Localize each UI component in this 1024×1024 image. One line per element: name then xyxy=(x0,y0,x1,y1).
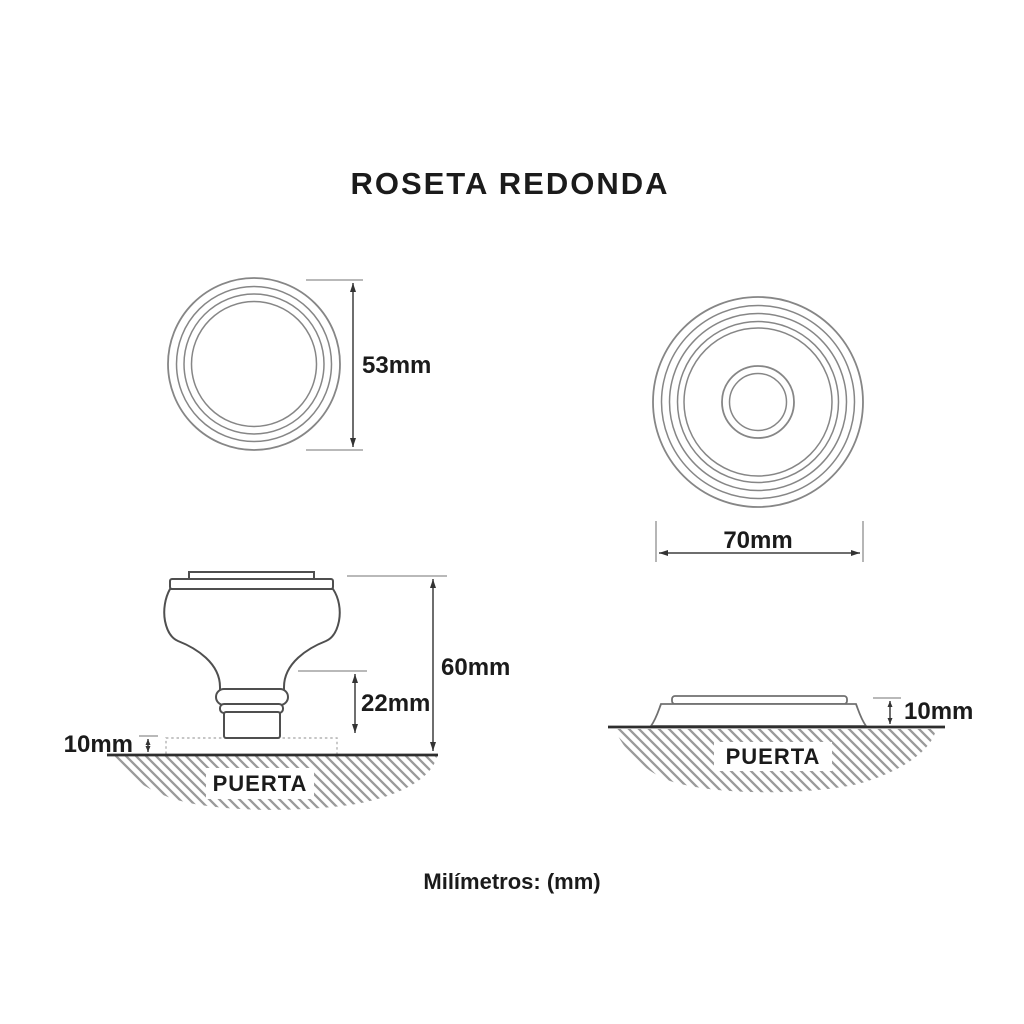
knob-ring-3 xyxy=(183,293,325,435)
door-label-box xyxy=(714,742,832,771)
dim-label-60mm: 60mm xyxy=(441,654,510,681)
page-title: ROSETA REDONDA xyxy=(350,166,669,201)
dim-label-53mm: 53mm xyxy=(362,352,431,379)
units-note: Milímetros: (mm) xyxy=(423,869,600,894)
rosette-hole-inner xyxy=(728,372,788,432)
knob-body xyxy=(163,588,341,693)
front-view-rosette: 70mm xyxy=(652,296,864,562)
knob-shank xyxy=(223,711,281,739)
rosette-ring-outer xyxy=(652,296,864,508)
knob-collar xyxy=(215,688,289,706)
knob-top-plate xyxy=(169,578,334,590)
front-view-knob: 53mm xyxy=(167,277,431,451)
dim-label-10mm: 10mm xyxy=(904,698,973,725)
dim-label-10mm: 10mm xyxy=(64,731,133,758)
knob-ring-outer xyxy=(167,277,341,451)
door-label: PUERTA xyxy=(726,744,821,769)
side-view-knob: PUERTA 60mm 22mm 10mm xyxy=(64,571,510,810)
knob-ring-inner xyxy=(190,300,318,428)
rosette-body xyxy=(649,703,868,727)
dim-label-70mm: 70mm xyxy=(723,527,792,554)
side-view-rosette: PUERTA 10mm xyxy=(608,695,973,793)
rosette-top-plate xyxy=(671,695,848,705)
door-label-box xyxy=(206,768,314,799)
rosette-hole-outer xyxy=(721,365,795,439)
rosette-ring-2 xyxy=(660,304,856,500)
knob-ring-2 xyxy=(175,285,333,443)
rosette-ring-3 xyxy=(668,312,848,492)
dim-label-22mm: 22mm xyxy=(361,690,430,717)
rosette-ring-inner xyxy=(683,327,833,477)
rosette-plate-dashed xyxy=(165,737,338,754)
rosette-ring-4 xyxy=(676,320,840,484)
door-label: PUERTA xyxy=(213,771,308,796)
